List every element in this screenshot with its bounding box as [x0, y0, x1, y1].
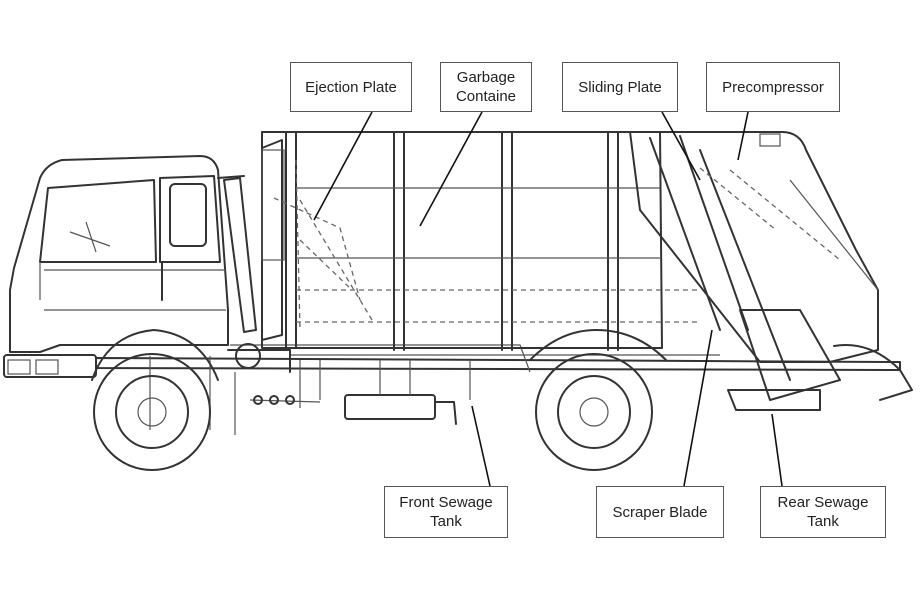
exhaust-stack: [217, 175, 257, 333]
leader-ejection-plate: [313, 111, 373, 221]
leader-front-sewage-tank: [471, 405, 491, 487]
label-garbage-container: Garbage Containe: [440, 62, 532, 112]
label-precompressor: Precompressor: [706, 62, 840, 112]
container-body: [261, 131, 700, 351]
label-scraper-blade: Scraper Blade: [596, 486, 724, 538]
rear-hopper: [629, 131, 913, 411]
ejection-plate-drawing: [273, 159, 373, 331]
front-wheel: [91, 329, 219, 471]
label-rear-sewage-tank: Rear Sewage Tank: [760, 486, 886, 538]
label-ejection-plate: Ejection Plate: [290, 62, 412, 112]
truck-cab: [3, 155, 229, 378]
rear-wheel: [529, 329, 667, 471]
leader-rear-sewage-tank: [771, 413, 783, 487]
label-sliding-plate: Sliding Plate: [562, 62, 678, 112]
front-sewage-tank-drawing: [249, 360, 471, 425]
leader-sliding-plate: [661, 111, 701, 181]
label-front-sewage-tank: Front Sewage Tank: [384, 486, 508, 538]
leader-garbage-container: [419, 111, 483, 227]
leader-precompressor: [737, 111, 749, 161]
leader-lines: [313, 111, 783, 487]
leader-scraper-blade: [683, 329, 713, 487]
